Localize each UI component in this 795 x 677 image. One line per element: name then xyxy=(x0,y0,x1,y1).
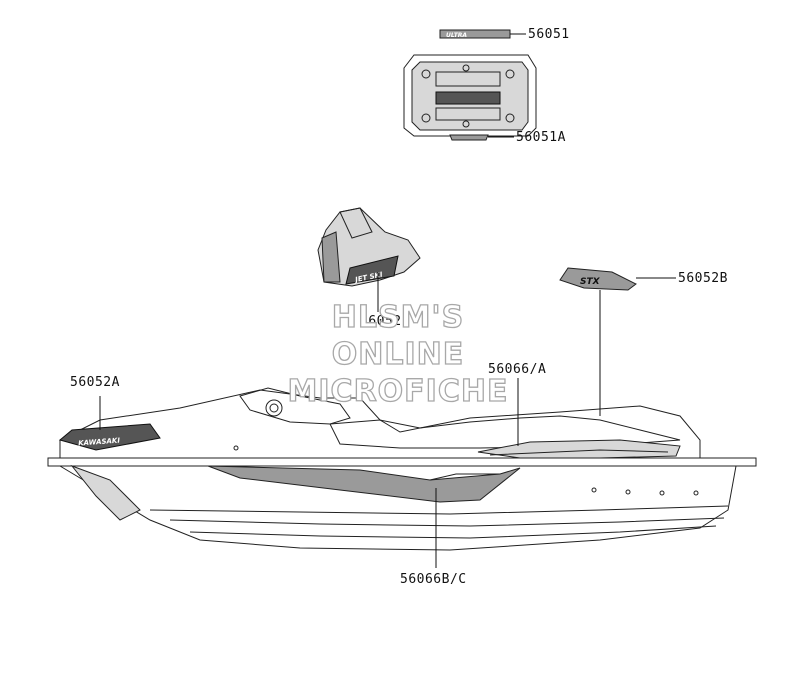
decal-56051-text: ULTRA xyxy=(446,32,467,39)
bolt-hole xyxy=(233,445,239,451)
watermark: HLSM'S ONLINE MICROFICHE xyxy=(287,299,509,409)
bow-decal-text: KAWASAKI xyxy=(78,437,121,448)
deck-stripe-line xyxy=(489,449,669,456)
stx-decal-group: STX xyxy=(559,267,637,291)
watermark-line-3: MICROFICHE xyxy=(288,374,509,409)
hull-stripe-56066bc xyxy=(207,465,521,503)
stx-decal xyxy=(559,267,637,291)
stx-decal-text: STX xyxy=(580,277,601,287)
seat xyxy=(329,415,681,449)
engine-cover-slot-top xyxy=(435,71,501,87)
bow-decal-56052a xyxy=(58,423,161,451)
drain-hole xyxy=(693,490,699,496)
hull-stripe-accent xyxy=(429,473,500,481)
engine-cover-outline xyxy=(403,54,537,137)
rear-cowl-decal-group: JET SKI xyxy=(317,207,421,287)
drain-hole xyxy=(591,487,597,493)
deck-outline xyxy=(59,389,701,459)
rear-cowl-top xyxy=(339,207,373,239)
callout-56052: 56052 xyxy=(360,314,402,329)
watercraft-hull: KAWASAKI xyxy=(47,387,757,551)
decal-56051a-strip xyxy=(449,134,489,141)
engine-cover-decal-group: ULTRA xyxy=(403,29,537,141)
steering-mount xyxy=(265,399,283,417)
watermark-line-2: ONLINE xyxy=(332,337,465,372)
steering-mount-inner xyxy=(269,403,279,413)
callout-labels: 56051 56051A 56052 56052A 56052B 56066/A… xyxy=(70,27,728,587)
callout-56066a: 56066/A xyxy=(488,362,546,377)
callout-56066bc: 56066B/C xyxy=(400,572,467,587)
drain-hole xyxy=(659,490,665,496)
callout-56051: 56051 xyxy=(528,27,570,42)
engine-cover-slot-bottom xyxy=(435,107,501,121)
callout-56052a: 56052A xyxy=(70,375,120,390)
bow-hull-shade xyxy=(70,464,141,521)
drain-hole xyxy=(625,489,631,495)
engine-cover-bolt xyxy=(421,113,431,123)
watermark-line-1: HLSM'S xyxy=(332,300,464,335)
chine-line xyxy=(169,517,725,527)
rub-rail xyxy=(47,457,757,467)
chine-line xyxy=(189,525,717,539)
callout-56051a: 56051A xyxy=(516,130,566,145)
rear-cowl-side xyxy=(321,231,341,283)
engine-cover-bolt xyxy=(421,69,431,79)
deck-stripe-56066a xyxy=(477,439,681,459)
console xyxy=(239,387,351,425)
engine-cover-bolt xyxy=(462,120,470,128)
chine-line xyxy=(149,505,729,515)
callout-56052b: 56052B xyxy=(678,271,728,286)
engine-cover-bolt xyxy=(462,64,470,72)
engine-cover-slot-mid xyxy=(435,91,501,105)
engine-cover-bolt xyxy=(505,113,515,123)
jetski-decal xyxy=(345,255,399,285)
engine-cover-bolt xyxy=(505,69,515,79)
leader-lines xyxy=(99,33,676,568)
